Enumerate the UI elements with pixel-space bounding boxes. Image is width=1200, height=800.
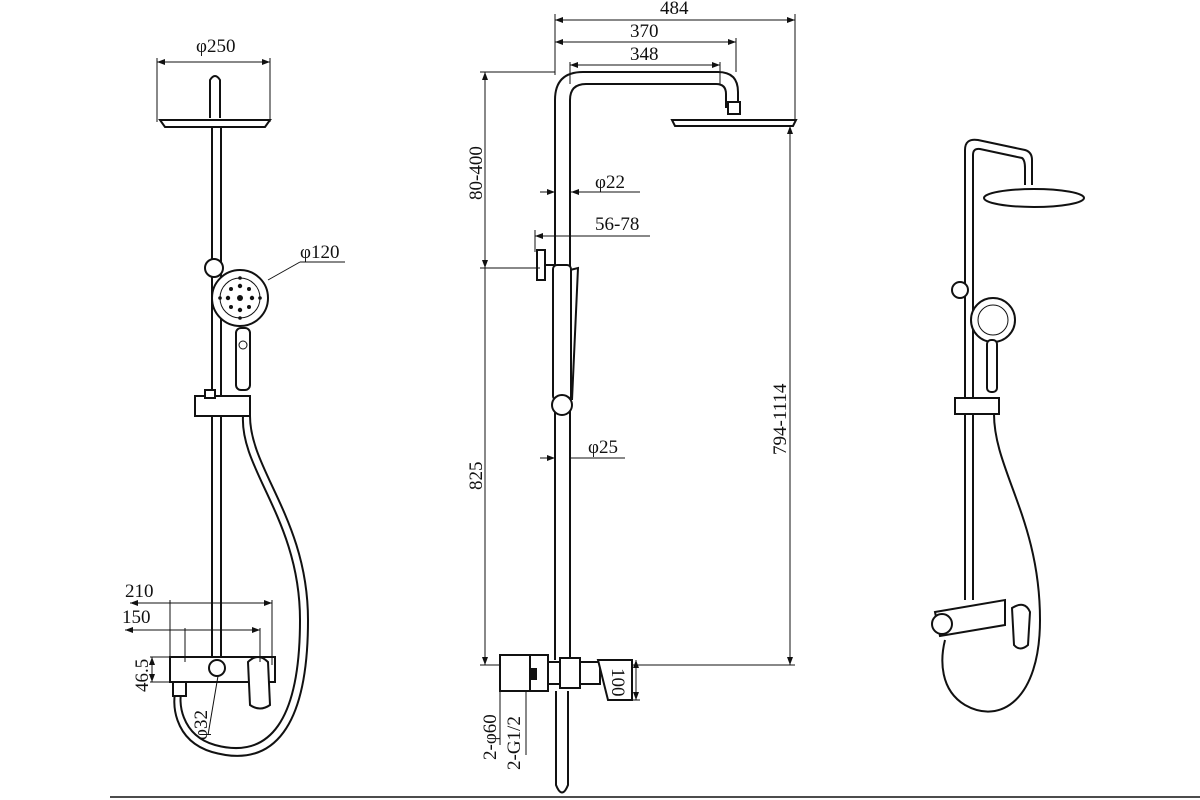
hand-shower-handle	[235, 327, 251, 391]
head-arm	[209, 75, 221, 118]
diverter-knob	[208, 659, 226, 677]
front-view: φ250 φ120 210 150	[122, 36, 345, 757]
dim-upper-pipe-diameter: φ22	[595, 172, 625, 193]
dim-mixer-depth: 100	[607, 668, 628, 697]
shower-arm	[554, 71, 739, 660]
slide-bracket	[194, 395, 251, 417]
side-view: 484 370 348 80-400 825 φ22 56-78 φ25 794…	[466, 0, 798, 794]
rain-shower-head	[983, 188, 1085, 208]
slide-bracket	[551, 394, 573, 416]
dim-lower-height: 825	[466, 462, 487, 491]
dim-hand-shower-diameter: φ120	[300, 242, 339, 263]
dim-lower-pipe-diameter: φ25	[588, 437, 618, 458]
dim-total-height: 794-1114	[770, 383, 791, 455]
mixer-lever	[1010, 603, 1032, 650]
mixer-lever	[246, 656, 272, 710]
dim-head-diameter: φ250	[196, 36, 235, 57]
rain-shower-head	[158, 119, 272, 128]
dim-knob-diameter: φ32	[191, 710, 212, 740]
wall-bracket	[536, 249, 546, 281]
slide-bracket	[954, 397, 1000, 415]
dim-width-inner: 150	[122, 607, 151, 628]
dim-arm-inner: 348	[630, 44, 659, 65]
dim-arm-reach: 370	[630, 21, 659, 42]
wall-flange	[499, 654, 531, 692]
dim-mixer-height: 46.5	[132, 659, 153, 692]
dim-width-outer: 210	[125, 581, 154, 602]
dim-thread: 2-G1/2	[504, 716, 525, 770]
mixer-body	[559, 657, 581, 689]
hand-shower	[569, 266, 580, 401]
hand-shower-hanging	[555, 691, 569, 794]
hose	[941, 413, 1042, 713]
shower-arm	[964, 138, 1033, 600]
perspective-view	[931, 138, 1085, 713]
dim-top-adjust: 80-400	[466, 146, 487, 200]
rain-shower-head	[670, 119, 798, 127]
dim-flange: 2-φ60	[480, 714, 501, 760]
dim-total-reach: 484	[660, 0, 689, 19]
hose	[179, 415, 302, 750]
dim-wall-offset: 56-78	[595, 214, 639, 235]
